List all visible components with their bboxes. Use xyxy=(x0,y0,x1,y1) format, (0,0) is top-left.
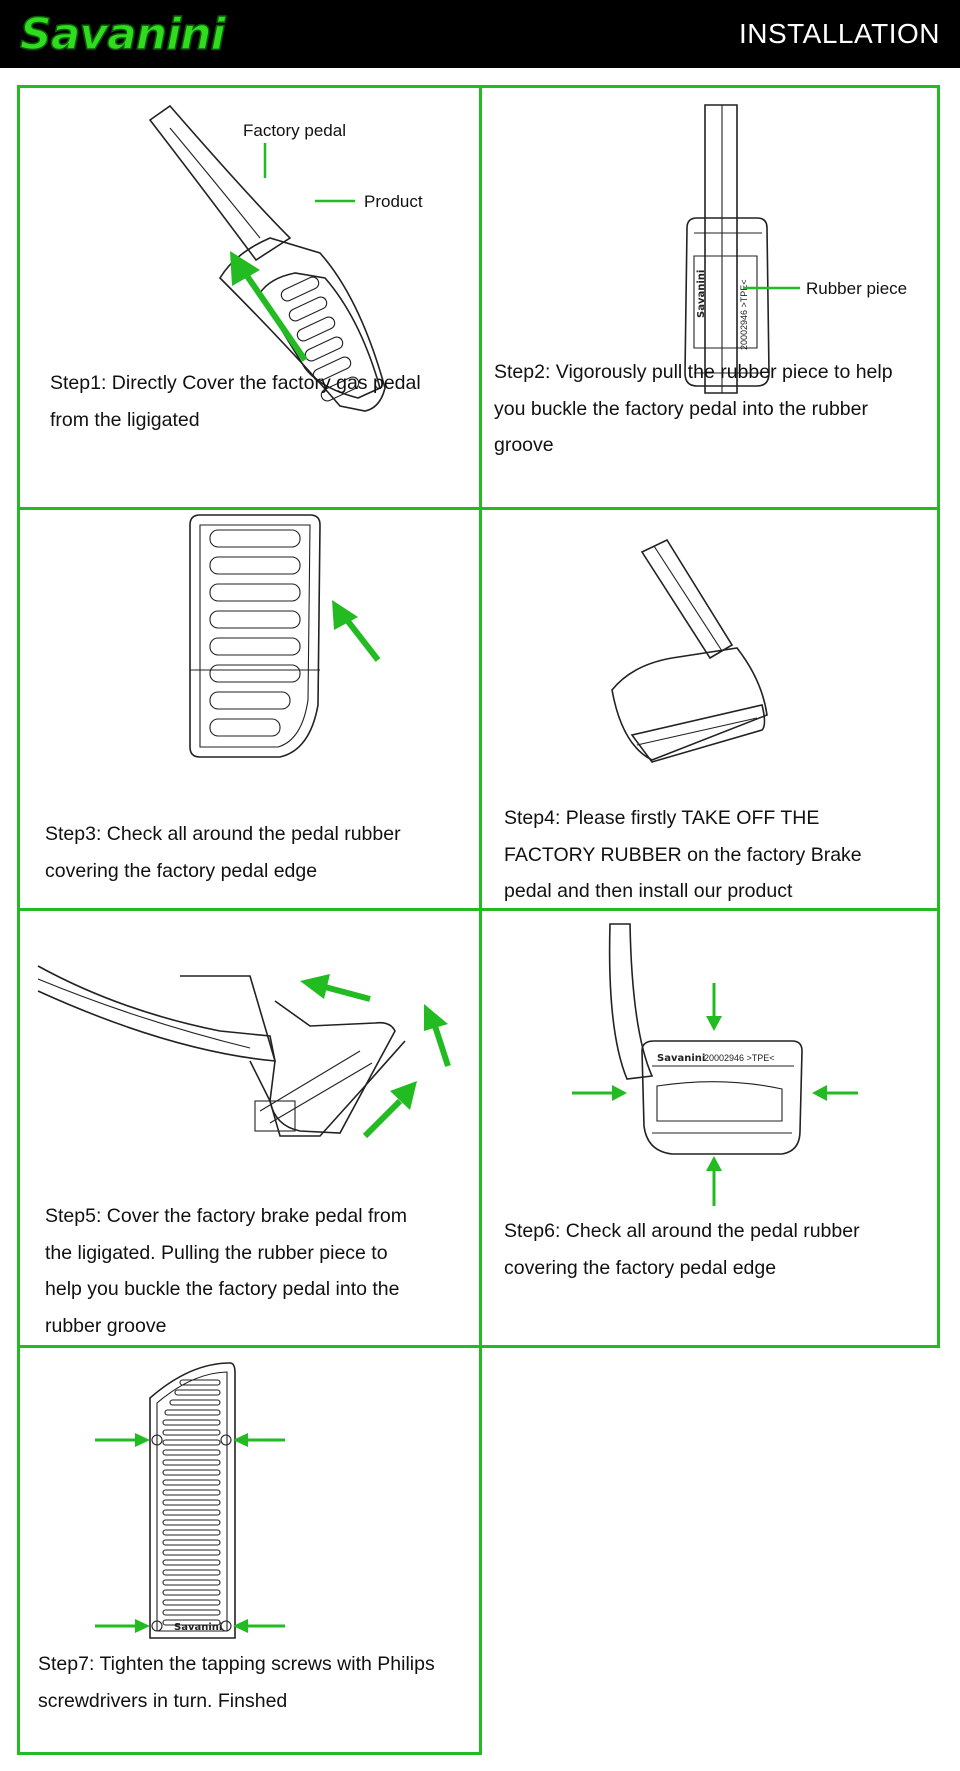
direction-arrow xyxy=(344,618,381,662)
pedal-rib xyxy=(162,1559,221,1566)
step-3-line-1: Step3: Check all around the pedal rubber xyxy=(45,823,401,845)
step-5-text: Step5: Cover the factory brake pedal fro… xyxy=(45,1198,407,1344)
step-7-panel: Savanini Step7: Tighten the tapping scre… xyxy=(17,1345,482,1755)
product-marking-code: 20002946 >TPE< xyxy=(704,1053,775,1063)
step-4-line-2: FACTORY RUBBER on the factory Brake xyxy=(504,843,862,866)
step-6-line-1: Step6: Check all around the pedal rubber xyxy=(504,1220,860,1242)
pedal-rib xyxy=(162,1579,221,1586)
callout-product: Product xyxy=(364,192,423,211)
step-2-line-1: Step2: Vigorously pull the rubber piece … xyxy=(494,361,893,383)
pedal-rib xyxy=(164,1409,221,1416)
header-bar: Savanini INSTALLATION xyxy=(0,0,960,68)
product-marking-logo: Savanini xyxy=(657,1053,705,1064)
rubber-piece-illustration: Savanini 20002946 >TPE< Rubber piece xyxy=(684,104,907,394)
brake-pedal-cover-illustration xyxy=(37,965,451,1139)
product-marking-code: 20002946 >TPE< xyxy=(739,279,749,350)
pedal-rib xyxy=(162,1499,221,1506)
pedal-rib xyxy=(162,1549,221,1556)
page-title: INSTALLATION xyxy=(738,18,940,49)
product-marking-logo: Savanini xyxy=(174,1622,222,1633)
pedal-front-illustration xyxy=(189,514,381,758)
step-1-panel: Factory pedal Product Step1: Directly Co… xyxy=(17,85,482,510)
step-2-line-3: groove xyxy=(494,434,554,456)
step-5-line-1: Step5: Cover the factory brake pedal fro… xyxy=(45,1205,408,1227)
step-5-line-3: help you buckle the factory pedal into t… xyxy=(45,1278,400,1300)
step-2-panel: Savanini 20002946 >TPE< Rubber piece Ste… xyxy=(479,85,940,510)
direction-arrow-3 xyxy=(362,1098,403,1139)
pedal-rib xyxy=(162,1419,221,1426)
pedal-rib xyxy=(162,1479,221,1486)
step-6-text: Step6: Check all around the pedal rubber… xyxy=(504,1213,860,1286)
step-4-panel: Step4: Please firstly TAKE OFF THE FACTO… xyxy=(479,507,940,911)
step-6-panel: Savanini 20002946 >TPE< Step6: Check all… xyxy=(479,908,940,1348)
pedal-rib xyxy=(162,1569,221,1576)
pedal-rib xyxy=(162,1539,221,1546)
pedal-rib xyxy=(162,1469,221,1476)
step-7-text: Step7: Tighten the tapping screws with P… xyxy=(38,1646,435,1719)
pedal-rib xyxy=(174,1389,221,1396)
pedal-rib xyxy=(162,1459,221,1466)
brake-pedal-illustration xyxy=(611,538,768,763)
pedal-rib xyxy=(162,1619,221,1626)
pedal-rib xyxy=(162,1519,221,1526)
step-6-line-2: covering the factory pedal edge xyxy=(504,1256,777,1279)
brand-logo: Savanini xyxy=(19,8,226,61)
pedal-rib xyxy=(169,1399,221,1406)
step-5-line-4: rubber groove xyxy=(45,1314,167,1337)
step-7-line-2: screwdrivers in turn. Finshed xyxy=(38,1689,288,1712)
pedal-rib xyxy=(162,1609,221,1616)
pedal-rib xyxy=(162,1439,221,1446)
callout-rubber-piece: Rubber piece xyxy=(806,279,907,298)
step-4-line-3: pedal and then install our product xyxy=(504,880,793,902)
step-4-text: Step4: Please firstly TAKE OFF THE FACTO… xyxy=(504,800,862,908)
step-2-text: Step2: Vigorously pull the rubber piece … xyxy=(494,354,893,464)
step-4-line-1: Step4: Please firstly TAKE OFF THE xyxy=(504,807,820,829)
direction-arrow xyxy=(242,271,308,362)
step-1-text: Step1: Directly Cover the factory gas pe… xyxy=(50,365,421,438)
gas-pedal-illustration: Factory pedal Product xyxy=(148,104,423,412)
pedal-rib xyxy=(179,1379,221,1386)
step-1-line-1: Step1: Directly Cover the factory gas pe… xyxy=(50,372,421,394)
step-3-panel: Step3: Check all around the pedal rubber… xyxy=(17,507,482,911)
product-marking-logo: Savanini xyxy=(696,270,707,318)
pedal-screws-illustration: Savanini xyxy=(95,1362,285,1639)
step-3-line-2: covering the factory pedal edge xyxy=(45,859,318,882)
step-2-line-2: you buckle the factory pedal into the ru… xyxy=(494,397,868,420)
pedal-rib xyxy=(162,1589,221,1596)
pedal-rib xyxy=(162,1449,221,1456)
callout-factory-pedal: Factory pedal xyxy=(243,121,346,140)
step-3-text: Step3: Check all around the pedal rubber… xyxy=(45,816,401,889)
pedal-rib xyxy=(162,1529,221,1536)
brake-pedal-check-illustration: Savanini 20002946 >TPE< xyxy=(572,923,858,1206)
pedal-rib xyxy=(162,1429,221,1436)
step-1-line-2: from the ligigated xyxy=(50,408,200,431)
direction-arrow-1 xyxy=(324,984,371,1002)
pedal-rib xyxy=(162,1489,221,1496)
direction-arrow-2 xyxy=(432,1025,451,1067)
pedal-rib xyxy=(162,1509,221,1516)
step-5-panel: Step5: Cover the factory brake pedal fro… xyxy=(17,908,482,1348)
step-7-line-1: Step7: Tighten the tapping screws with P… xyxy=(38,1653,435,1675)
pedal-rib xyxy=(162,1599,221,1606)
step-5-line-2: the ligigated. Pulling the rubber piece … xyxy=(45,1241,388,1264)
